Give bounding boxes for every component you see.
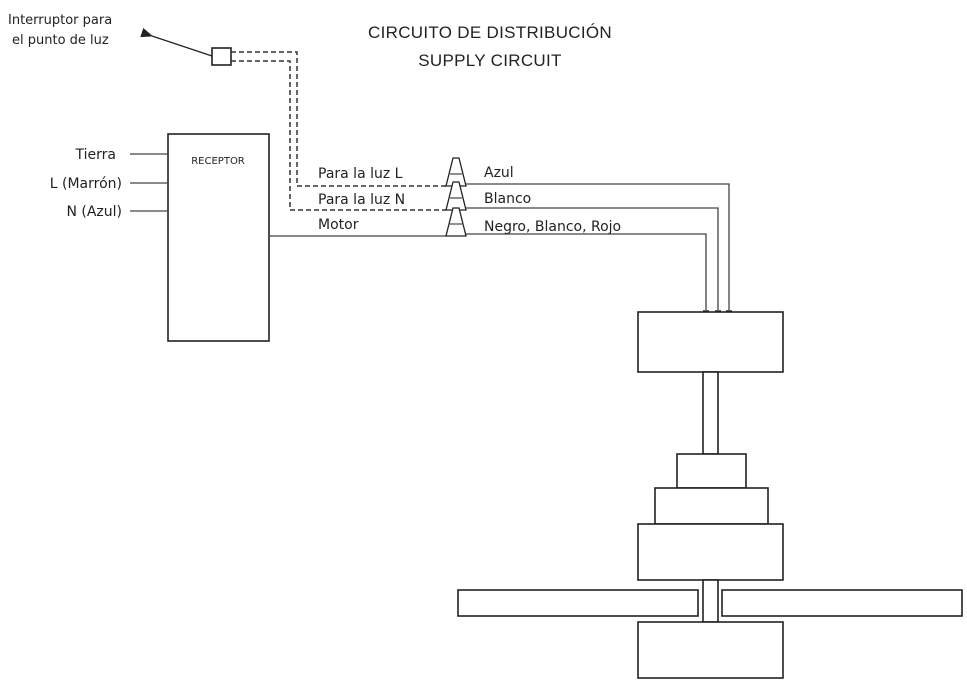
fan-light-kit xyxy=(637,621,784,679)
fan-lower-shaft xyxy=(702,579,719,623)
diagram-title-line2: SUPPLY CIRCUIT xyxy=(418,51,561,70)
input-label-live: L (Marrón) xyxy=(50,176,122,192)
connection-from-motor: Motor xyxy=(318,217,359,233)
switch-wire-light-l xyxy=(231,51,446,187)
switch-label-line1: Interruptor para xyxy=(8,13,112,28)
fan-canopy xyxy=(637,311,784,373)
input-label-earth: Tierra xyxy=(75,147,116,163)
receiver-box xyxy=(167,133,270,342)
connection-from-light-l: Para la luz L xyxy=(318,166,403,182)
diagram-title-line1: CIRCUITO DE DISTRIBUCIÓN xyxy=(368,23,612,42)
connection-to-black-white-red: Negro, Blanco, Rojo xyxy=(484,219,621,235)
fan-motor-housing xyxy=(637,523,784,581)
fan-blade-left xyxy=(457,589,699,617)
fan-blade-right xyxy=(721,589,963,617)
input-label-neutral: N (Azul) xyxy=(66,204,122,220)
connection-from-light-n: Para la luz N xyxy=(318,192,405,208)
connection-to-white: Blanco xyxy=(484,191,531,207)
fan-motor-collar xyxy=(654,487,769,525)
light-switch-box xyxy=(211,47,232,66)
fan-wire-blue xyxy=(466,183,730,310)
switch-pointer-arrow xyxy=(140,28,213,57)
fan-motor-cap xyxy=(676,453,747,489)
wire-connector-motor xyxy=(445,207,467,237)
switch-label-line2: el punto de luz xyxy=(12,33,109,48)
fan-wire-motor xyxy=(466,233,707,310)
receiver-label: RECEPTOR xyxy=(191,156,245,167)
fan-downrod xyxy=(702,371,719,455)
connection-to-blue: Azul xyxy=(484,165,514,181)
fan-wire-white xyxy=(466,207,719,310)
